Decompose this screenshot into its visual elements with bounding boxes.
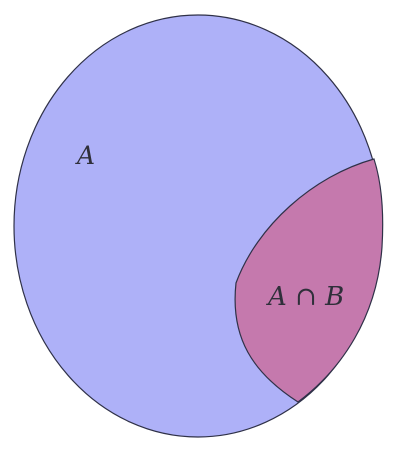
- intersection-region: [234, 158, 384, 403]
- set-a-label: A: [75, 141, 95, 170]
- intersection-label: A ∩ B: [266, 282, 344, 312]
